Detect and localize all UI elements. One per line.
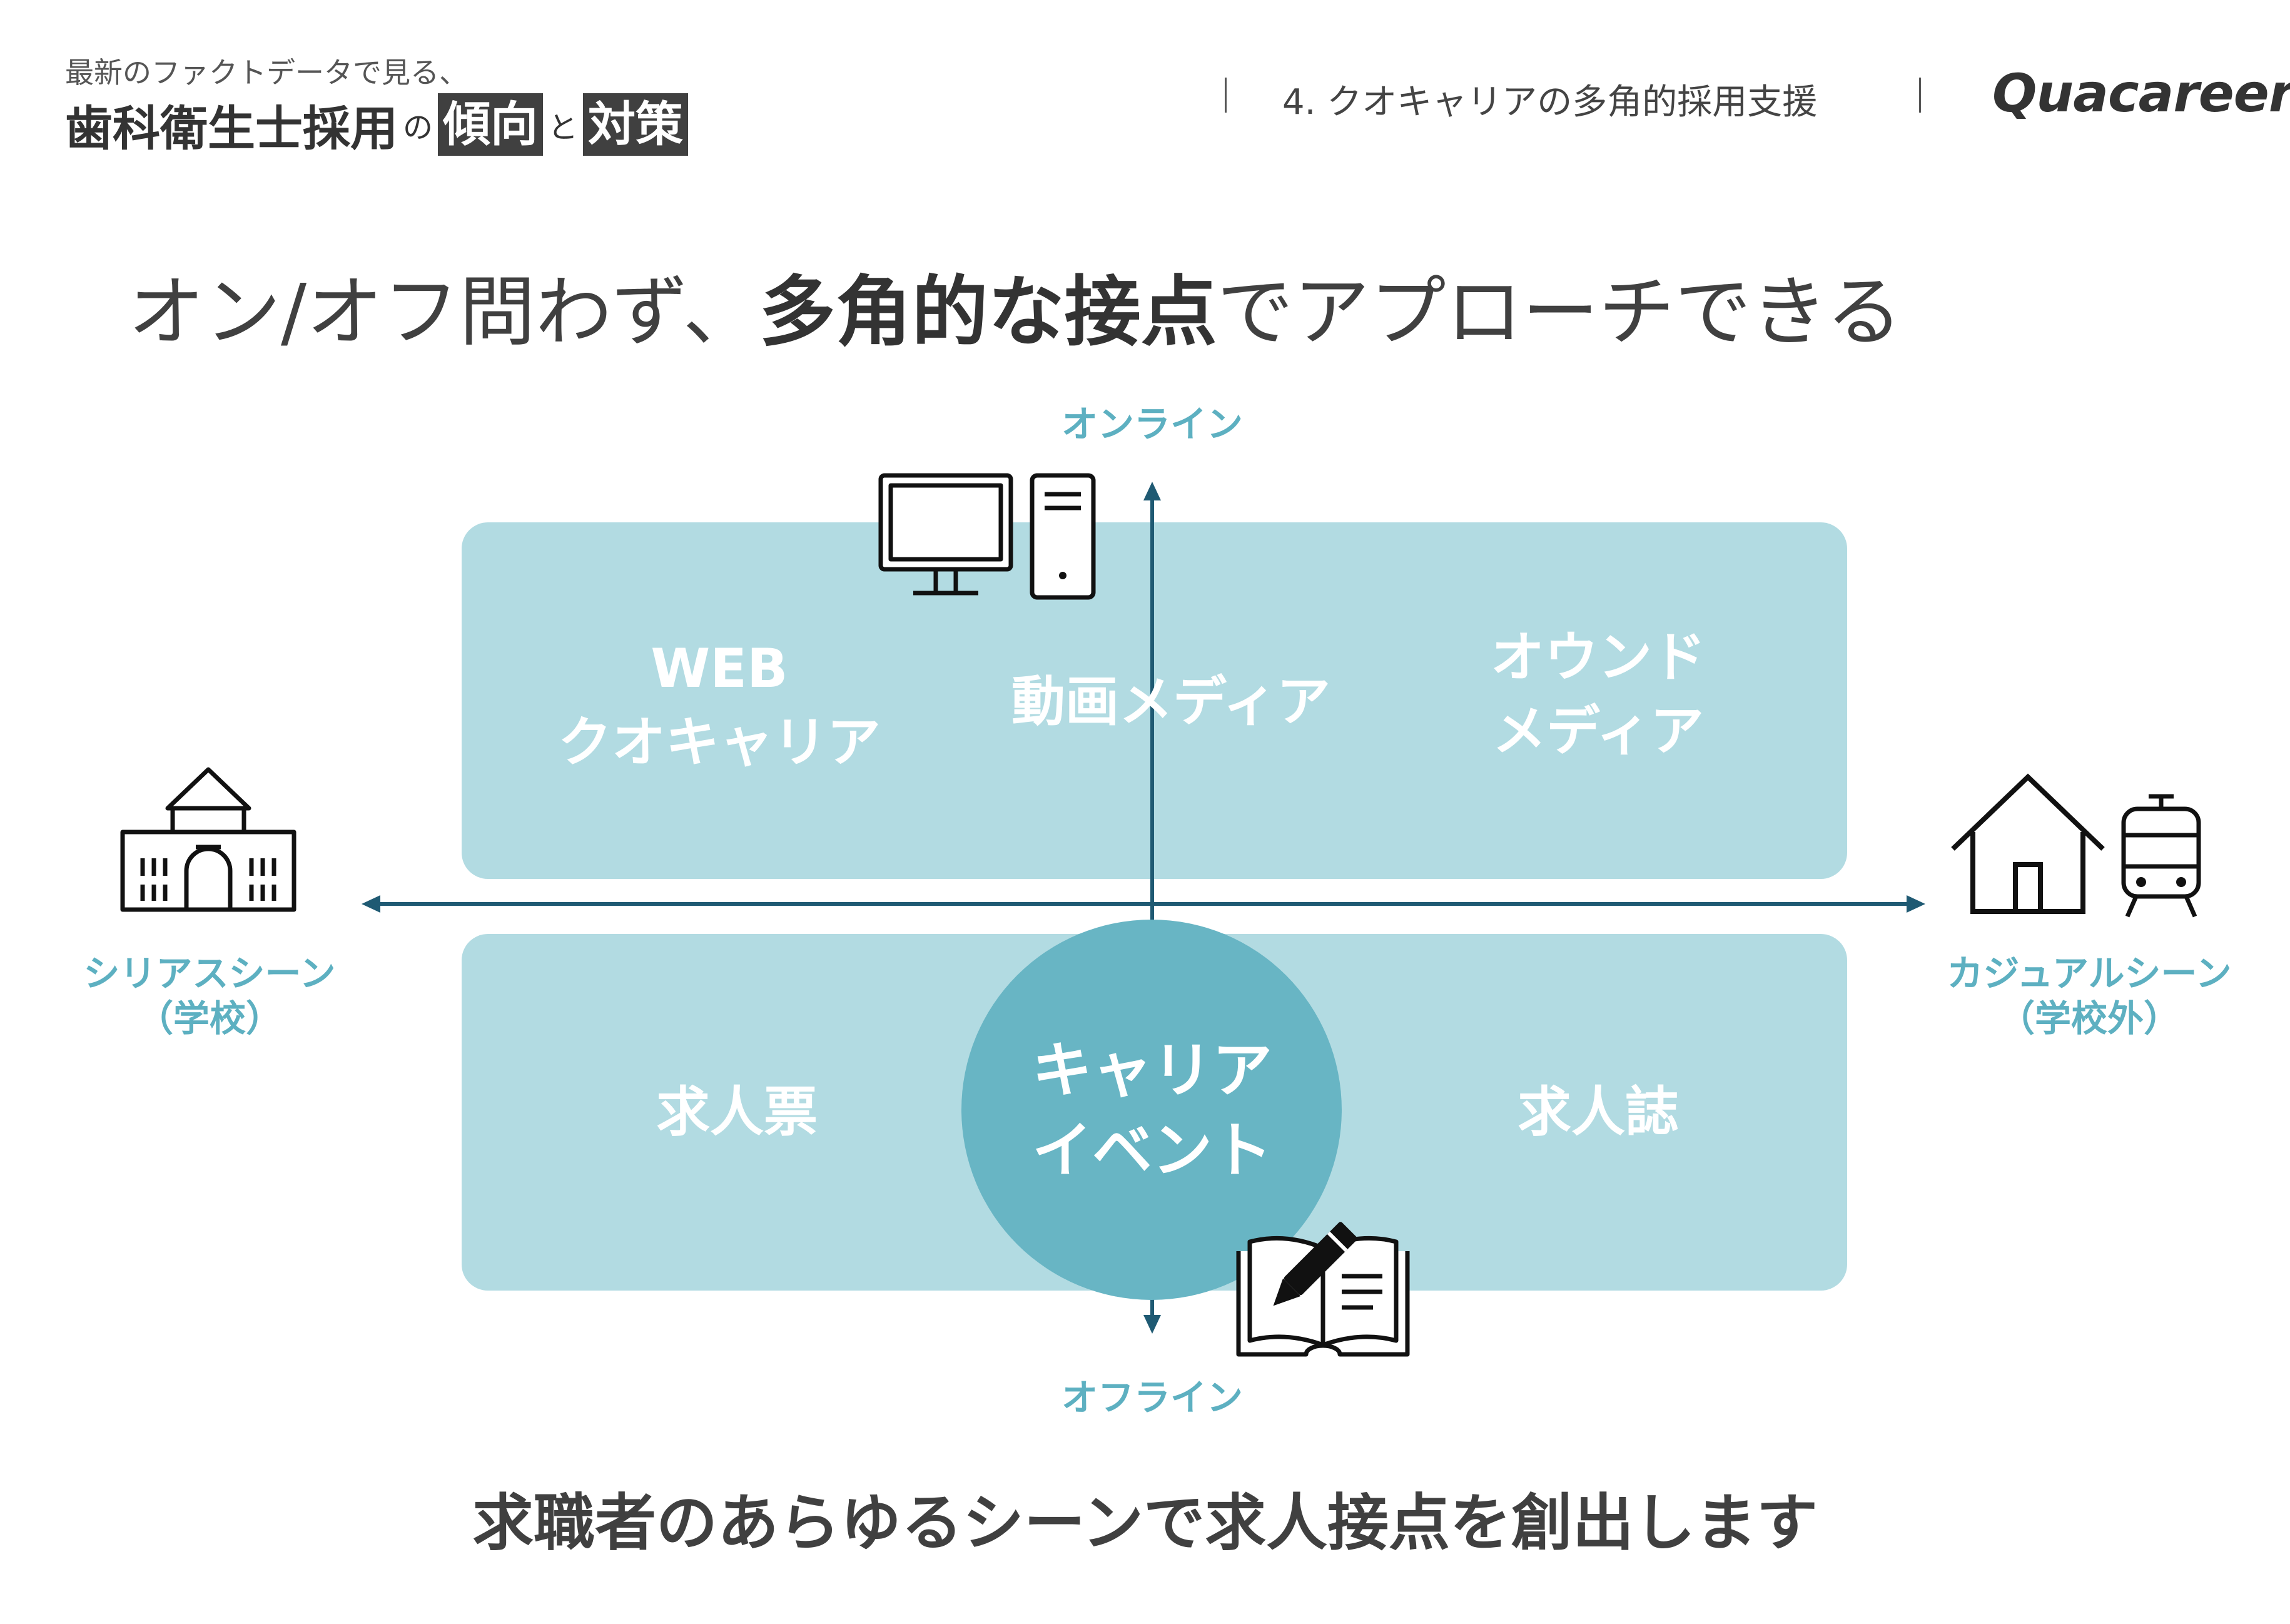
axis-arrow-down [1143, 1315, 1161, 1334]
owned-label-line2: メディア [1492, 700, 1704, 763]
header-title-to: と [548, 110, 579, 145]
quadrant-job-ticket: 求人票 [656, 1081, 818, 1144]
casual-line1: カジュアルシーン [1947, 952, 2232, 995]
web-label-line2: クオキャリア [558, 711, 881, 774]
online-panel [462, 522, 1847, 879]
axis-label-offline: オフライン [1061, 1376, 1244, 1419]
header-subtitle: 最新のファクトデータで見る、 [65, 56, 468, 89]
computer-icon [878, 473, 1096, 600]
casual-line2: （学校外） [1998, 997, 2180, 1040]
brand-logo: Quacareer [1992, 63, 2290, 124]
career-event-line2: イベント [1032, 1115, 1272, 1185]
serious-line1: シリアスシーン [83, 952, 336, 995]
bottom-tagline: 求職者のあらゆるシーンで求人接点を創出します [472, 1488, 1818, 1559]
owned-label-line1: オウンド [1491, 626, 1706, 689]
serious-line2: （学校） [136, 997, 283, 1040]
header-divider-left [1225, 78, 1227, 113]
main-title-part1: オン/オフ問わず、 [128, 268, 759, 357]
main-title-bold: 多角的な接点 [759, 268, 1217, 357]
book-pen-icon [1236, 1222, 1410, 1357]
axis-label-serious: シリアスシーン （学校） [83, 951, 335, 1041]
header-section-label: 4. クオキャリアの多角的採用支援 [1282, 82, 1818, 123]
career-event-line1: キャリア [1032, 1035, 1272, 1105]
main-title-part2: でアプローチできる [1217, 268, 1903, 357]
header-title-box-measures: 対策 [583, 93, 689, 156]
header-title-no: の [403, 110, 433, 145]
train-icon [2121, 794, 2201, 918]
axis-label-casual: カジュアルシーン （学校外） [1947, 951, 2231, 1041]
header-title-main: 歯科衛生士採用 [65, 101, 398, 156]
quadrant-video-media: 動画メディア [1011, 671, 1330, 733]
quadrant-owned-media: オウンド メディア [1491, 621, 1706, 768]
axis-arrow-right [1907, 895, 1925, 913]
house-icon [1951, 773, 2105, 914]
main-title: オン/オフ問わず、多角的な接点でアプローチできる [128, 250, 1902, 361]
quadrant-job-magazine: 求人誌 [1517, 1081, 1679, 1144]
header-divider-right [1919, 78, 1921, 113]
axis-label-online: オンライン [1061, 403, 1244, 445]
header-title-box-trend: 傾向 [438, 93, 544, 156]
career-event-label: キャリア イベント [1032, 1030, 1272, 1190]
web-label-line1: WEB [651, 637, 788, 700]
school-icon [120, 767, 296, 912]
quadrant-web-quacareer: WEB クオキャリア [558, 632, 881, 779]
header-title: 歯科衛生士採用 の 傾向 と 対策 [65, 93, 689, 156]
axis-arrow-up [1143, 482, 1161, 500]
axis-arrow-left [362, 895, 380, 913]
